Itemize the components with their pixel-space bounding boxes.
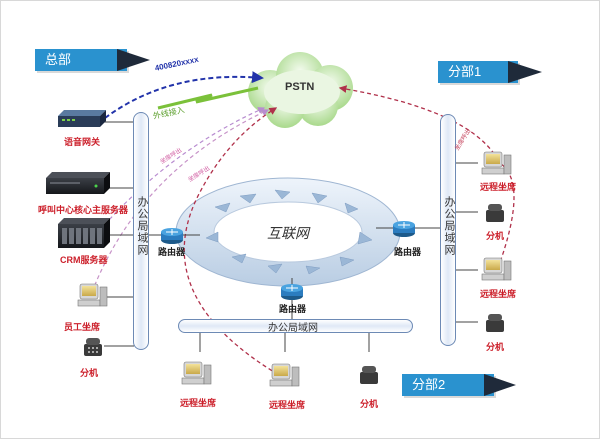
outside-access-bolt (157, 86, 259, 110)
branch1-remote-seat-2-device (481, 257, 512, 281)
region-branch2-label: 分部2 (402, 374, 494, 396)
branch2-extension-phone (360, 366, 378, 384)
voice-gateway-label: 语音网关 (64, 137, 101, 147)
call-line-branch2 (183, 107, 285, 379)
staff-seat-device (77, 283, 108, 307)
internet-label: 互联网 (267, 227, 309, 242)
crm-server-label: CRM服务器 (60, 255, 108, 265)
hq-lan-pipe (133, 112, 149, 350)
crm-server-device (58, 218, 110, 248)
branch2-lan-pipe (178, 319, 413, 333)
router-bottom-label: 路由器 (279, 304, 307, 314)
branch2-extension-label: 分机 (360, 399, 379, 409)
hq-extension-label: 分机 (80, 368, 99, 378)
hq-lan-label: 办公局域网 (136, 196, 148, 256)
router-left (161, 228, 183, 244)
branch2-lan-label: 办公局域网 (268, 323, 318, 334)
core-server-label: 呼叫中心核心主服务器 (38, 205, 129, 215)
router-bottom (281, 284, 303, 300)
core-server-device (46, 172, 110, 194)
branch1-lan-pipe (440, 114, 456, 346)
voice-gateway-device (58, 110, 106, 127)
branch1-remote-seat-1-device (481, 151, 512, 175)
trunk-line (104, 71, 264, 119)
branch1-remote-seat-1-label: 远程坐席 (480, 182, 517, 192)
branch1-extension-2-phone (486, 314, 504, 332)
staff-seat-label: 员工坐席 (64, 322, 101, 332)
branch2-remote-seat-2-label: 远程坐席 (269, 400, 306, 410)
branch2-remote-seat-1-device (181, 361, 212, 385)
branch2-remote-seat-1-label: 远程坐席 (180, 398, 217, 408)
branch2-remote-seat-2-device (269, 363, 300, 387)
pstn-cloud (248, 52, 353, 128)
region-branch1-label: 分部1 (438, 61, 518, 83)
internet-ring (175, 177, 401, 287)
router-right-label: 路由器 (394, 247, 422, 257)
call-line-branch1 (338, 85, 499, 161)
router-left-label: 路由器 (158, 247, 186, 257)
branch1-remote-seat-2-label: 远程坐席 (480, 289, 517, 299)
hq-extension-phone (84, 338, 102, 356)
region-hq-label: 总部 (35, 49, 127, 71)
branch1-extension-1-label: 分机 (486, 231, 505, 241)
branch1-lan-label: 办公局域网 (443, 196, 455, 256)
call-line-left-2 (91, 109, 270, 293)
branch1-extension-1-phone (486, 204, 504, 222)
pstn-label: PSTN (285, 81, 315, 93)
branch1-extension-2-label: 分机 (486, 342, 505, 352)
router-right (393, 221, 415, 237)
